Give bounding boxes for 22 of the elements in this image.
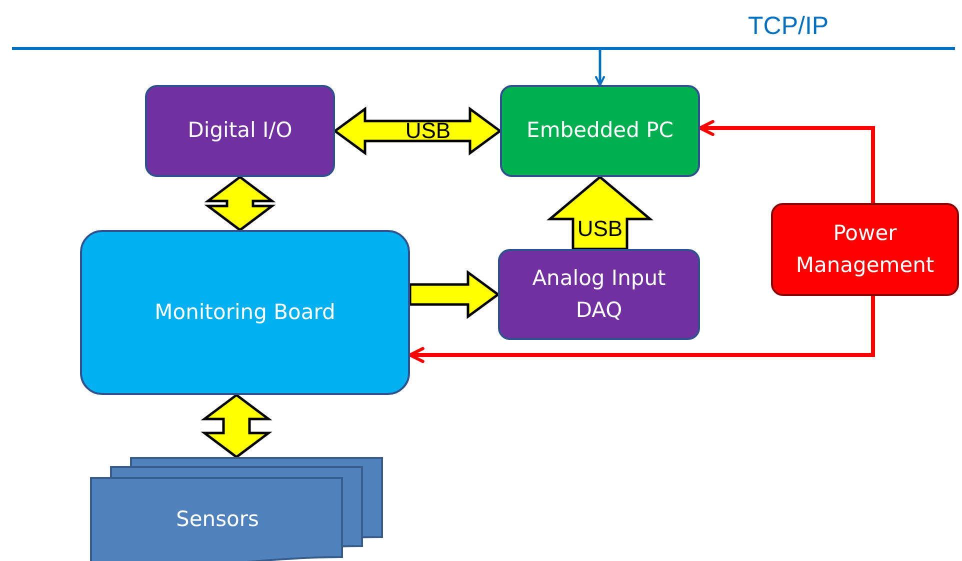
node-label: Monitoring Board (154, 298, 336, 326)
power-box (771, 203, 959, 296)
block-arrow (546, 175, 654, 250)
process-box (500, 85, 700, 177)
node-label: Power Management (794, 220, 936, 278)
process-box (498, 249, 700, 340)
edge-label: USB (405, 120, 451, 142)
block-arrow (200, 393, 272, 459)
node-label: Analog Input DAQ (531, 265, 667, 324)
process-box (145, 85, 335, 177)
bus-label: TCP/IP (748, 12, 829, 41)
arrow (698, 120, 875, 203)
node-label: Sensors (175, 507, 260, 531)
block-arrow (204, 175, 276, 232)
node-label: Embedded PC (526, 117, 674, 144)
arrow (408, 296, 875, 363)
arrow (595, 50, 605, 86)
process-box (80, 230, 410, 395)
block-arrow (408, 270, 500, 319)
node-label: Digital I/O (188, 117, 292, 144)
block-arrow (332, 106, 502, 156)
edge-label: USB (577, 218, 623, 240)
